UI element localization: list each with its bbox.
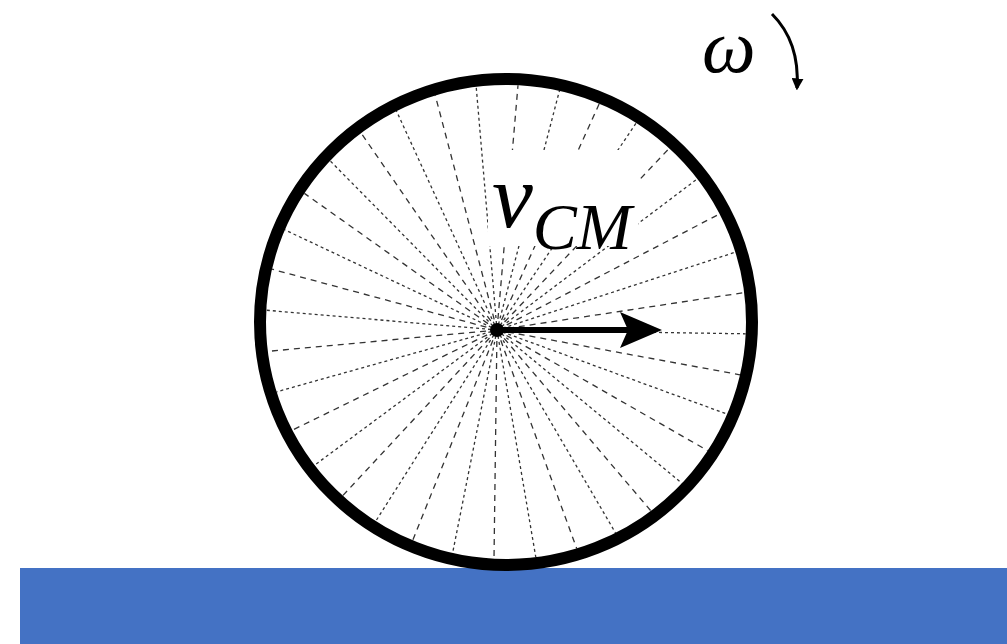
spoke (497, 252, 735, 330)
spoke (413, 330, 497, 540)
velocity-subscript: CM (533, 190, 632, 263)
spoke (285, 230, 497, 330)
wheel-spokes (266, 85, 745, 558)
spoke (497, 330, 708, 451)
ground (20, 568, 1007, 644)
spoke (315, 330, 497, 465)
spoke (497, 330, 536, 557)
spoke (497, 330, 740, 375)
spoke (497, 330, 727, 414)
spoke (453, 330, 497, 553)
velocity-symbol: v (492, 145, 533, 247)
spoke (497, 330, 651, 511)
angular-velocity-label: ω (702, 8, 756, 84)
spoke (494, 330, 497, 559)
spoke (497, 293, 744, 330)
spoke (397, 111, 498, 330)
spoke (497, 330, 746, 334)
spoke (497, 330, 577, 549)
velocity-label: vCM (488, 150, 638, 246)
wheel-rim (260, 79, 752, 565)
spoke (292, 330, 497, 430)
spoke (343, 330, 497, 496)
spoke (361, 133, 497, 330)
rotation-arrow (772, 14, 797, 88)
spoke (330, 161, 497, 330)
spoke (304, 193, 497, 330)
spoke (376, 330, 497, 521)
spoke (268, 330, 497, 351)
velocity-arrow-shaft (497, 327, 640, 333)
spoke (272, 269, 497, 330)
velocity-arrowhead (620, 312, 662, 348)
spoke (277, 330, 497, 392)
